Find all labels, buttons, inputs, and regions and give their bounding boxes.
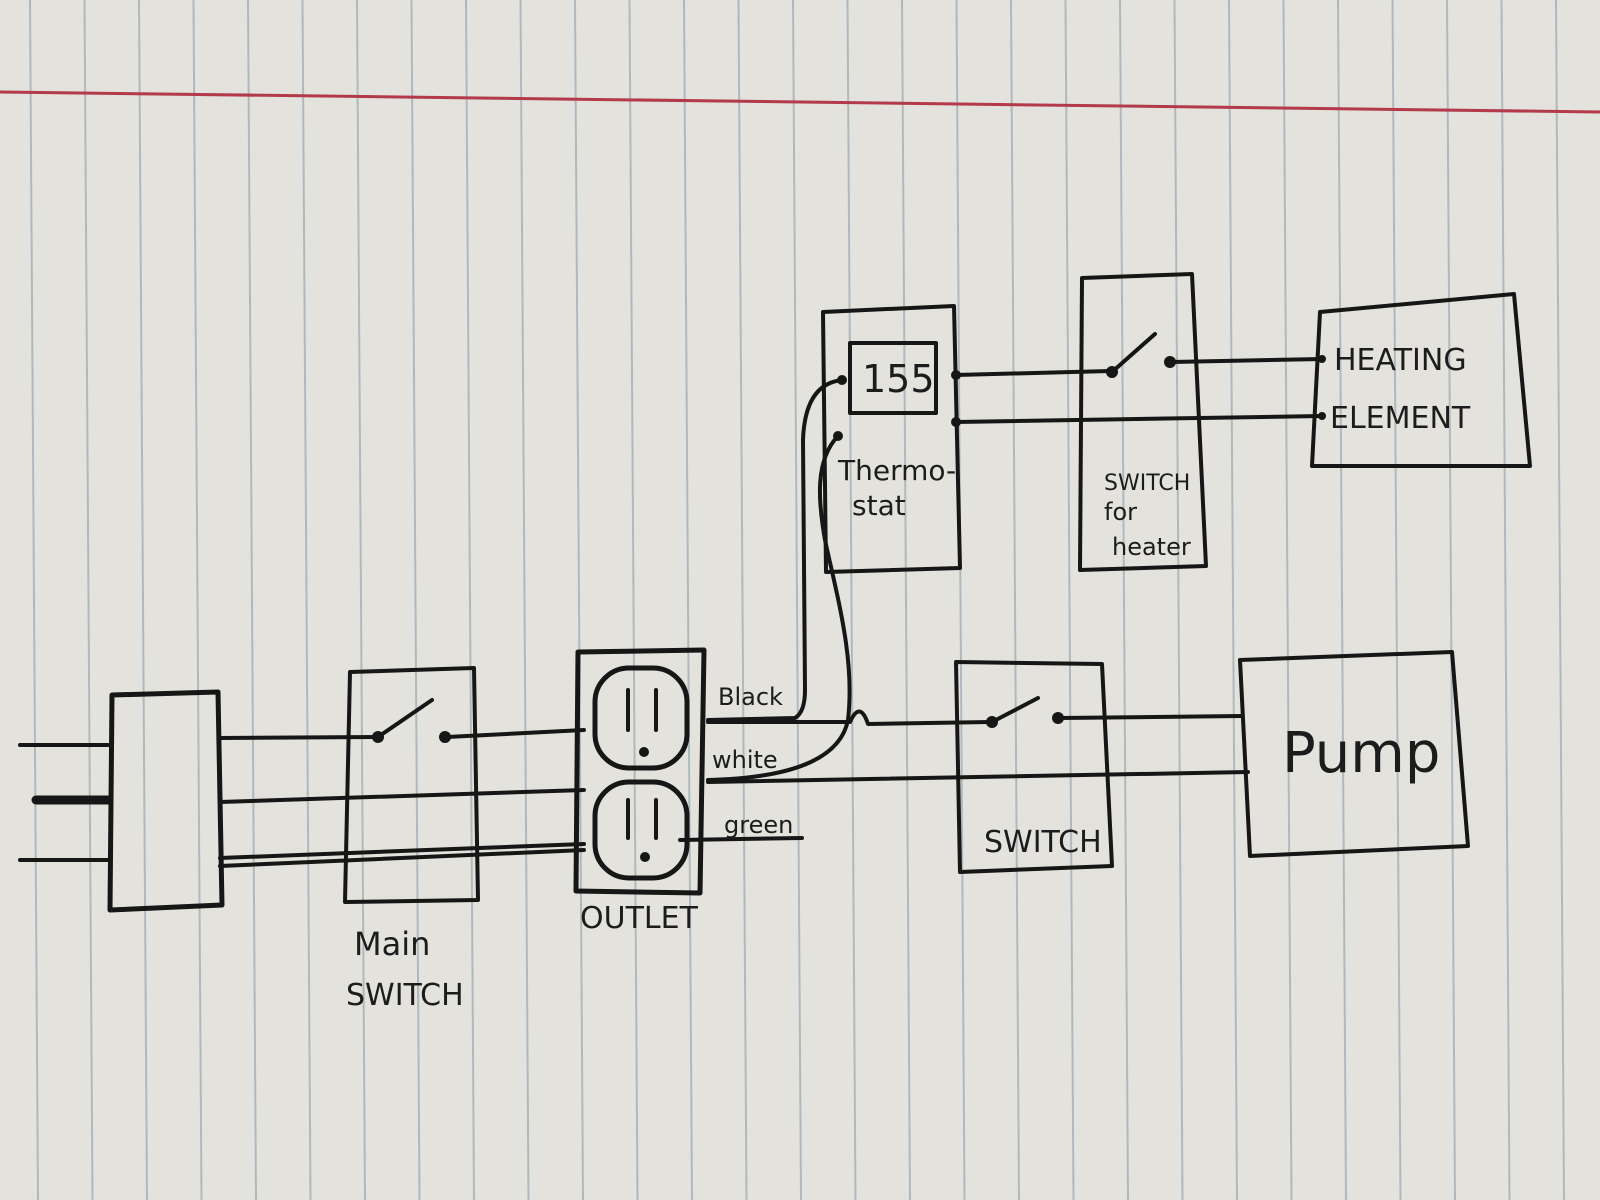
paper-rule-line xyxy=(683,0,693,1200)
paper-rule-line xyxy=(628,0,639,1200)
wire-plug-to-outlet-ground-b xyxy=(218,842,586,860)
paper-rule-line xyxy=(846,0,857,1200)
wire-black-to-pump-switch xyxy=(706,709,992,726)
paper-rule-line xyxy=(1282,0,1293,1200)
main-switch-label-line2: SWITCH xyxy=(346,978,464,1013)
paper-rule-line xyxy=(465,0,475,1200)
heater-switch-label-line2: for xyxy=(1104,498,1137,526)
paper-rule-line xyxy=(356,0,366,1200)
outlet-receptacle-bottom xyxy=(592,779,690,881)
plug xyxy=(107,689,225,913)
paper-rule-lines xyxy=(29,0,1565,1200)
paper-rule-line xyxy=(301,0,312,1200)
paper-rule-line xyxy=(1119,0,1129,1200)
thermostat-terminal-out-top xyxy=(951,370,961,380)
paper-rule-line xyxy=(1446,0,1456,1200)
pump-switch-lever xyxy=(990,696,1040,724)
thermostat-display-value: 155 xyxy=(862,357,935,401)
heater-switch: SWITCH for heater xyxy=(1078,272,1208,572)
heater-switch-label-line1: SWITCH xyxy=(1104,471,1190,496)
thermostat: 155 Thermo- stat xyxy=(821,304,962,574)
main-switch-lever xyxy=(376,698,434,739)
wire-label-green: green xyxy=(724,811,793,839)
pump-label: Pump xyxy=(1282,721,1440,786)
pump-switch-label: SWITCH xyxy=(984,825,1102,860)
paper-rule-line xyxy=(1173,0,1184,1200)
paper-rule-line xyxy=(955,0,966,1200)
paper-rule-line xyxy=(410,0,421,1200)
heater-switch-terminal-right xyxy=(1164,356,1176,368)
wire-plug-to-outlet-ground xyxy=(218,848,586,868)
paper-rule-line xyxy=(1391,0,1402,1200)
paper-rule-line xyxy=(901,0,911,1200)
main-switch-label-line1: Main xyxy=(354,925,430,963)
wire-main-to-outlet-hot xyxy=(445,728,586,739)
paper-rule-line xyxy=(247,0,257,1200)
wires xyxy=(18,357,1324,868)
paper-rule-line xyxy=(574,0,584,1200)
paper-rule-line xyxy=(29,0,39,1200)
paper-rule-line xyxy=(519,0,530,1200)
wire-white-return xyxy=(706,434,852,782)
paper-rule-line xyxy=(1555,0,1565,1200)
paper-rule-line xyxy=(1228,0,1238,1200)
wire-plug-to-main-hot xyxy=(218,735,380,740)
wire-label-white: white xyxy=(712,746,778,774)
outlet-label: OUTLET xyxy=(580,901,699,936)
paper-rule-line xyxy=(192,0,203,1200)
thermostat-terminal-out-bottom xyxy=(951,417,961,427)
wire-thermo-to-heater-switch xyxy=(954,369,1112,377)
wire-label-black: Black xyxy=(718,683,783,711)
pump-switch-terminal-right xyxy=(1052,712,1064,724)
wire-plug-to-outlet-neutral xyxy=(218,788,586,804)
paper-rule-line xyxy=(792,0,802,1200)
paper-rule-line xyxy=(1500,0,1511,1200)
heating-element-label-line1: HEATING xyxy=(1334,343,1467,378)
heater-switch-lever xyxy=(1110,332,1157,374)
wire-white-to-pump xyxy=(706,770,1250,784)
paper-margin-line xyxy=(0,90,1600,114)
heater-switch-label-line3: heater xyxy=(1112,533,1191,561)
paper-rule-line xyxy=(1010,0,1020,1200)
outlet: OUTLET xyxy=(573,647,707,936)
paper-rule-line xyxy=(737,0,748,1200)
thermostat-label-line1: Thermo- xyxy=(837,454,956,487)
pump: Pump xyxy=(1238,650,1470,858)
paper-rule-line xyxy=(1337,0,1347,1200)
wire-pump-switch-to-pump xyxy=(1058,714,1244,720)
heating-element: HEATING ELEMENT xyxy=(1310,292,1532,468)
paper-rule-line xyxy=(83,0,94,1200)
heating-element-label-line2: ELEMENT xyxy=(1330,401,1471,436)
thermostat-label-line2: stat xyxy=(852,489,906,522)
pump-switch: SWITCH xyxy=(954,660,1114,874)
thermostat-terminal-in-bottom xyxy=(833,431,843,441)
thermostat-display xyxy=(848,341,938,415)
main-switch: Main SWITCH xyxy=(343,666,480,1013)
wire-thermo-to-element xyxy=(954,414,1324,424)
outlet-receptacle-top xyxy=(592,665,690,771)
paper-rule-line xyxy=(1064,0,1075,1200)
main-switch-terminal-right xyxy=(439,731,451,743)
paper-rule-line xyxy=(138,0,148,1200)
thermostat-terminal-in-top xyxy=(837,375,847,385)
